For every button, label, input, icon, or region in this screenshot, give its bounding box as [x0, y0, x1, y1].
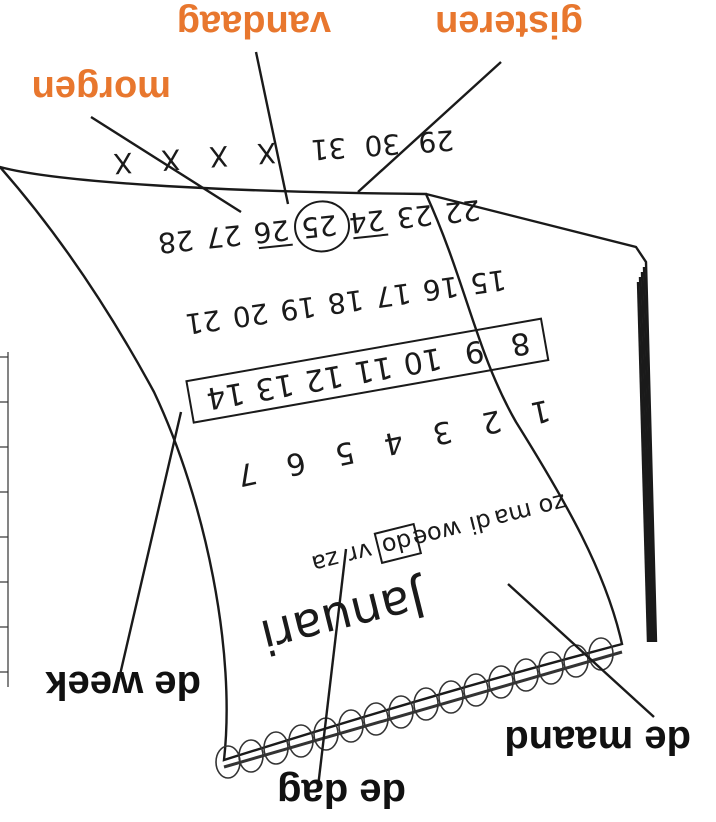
weekday-vr: vr — [345, 536, 375, 569]
day-cell: 19 — [278, 290, 318, 328]
weekday-zo: zo — [536, 488, 569, 522]
weekday-za: za — [309, 545, 342, 579]
day-cell: 16 — [421, 269, 461, 307]
cross-mark: X — [208, 139, 229, 173]
label-de-week: de week — [45, 663, 201, 707]
week-row-4: 22 23 24 25 26 27 28 — [156, 185, 483, 269]
day-cell: 3 — [429, 413, 455, 451]
day-cell-today: 25 — [300, 208, 339, 245]
day-cell: 20 — [231, 296, 271, 334]
day-cell: 28 — [157, 223, 196, 260]
label-de-maand: de maand — [504, 718, 691, 762]
day-cell: 12 — [302, 357, 346, 398]
day-cell: 10 — [400, 340, 444, 381]
pointer-gisteren — [358, 62, 501, 192]
day-cell: 11 — [351, 349, 395, 390]
weekday-woe: woe — [410, 514, 464, 553]
day-cell: 22 — [443, 193, 482, 230]
weekday-row: zo ma di woe do vr za — [309, 487, 570, 579]
day-cell: 23 — [395, 198, 434, 235]
day-cell: 17 — [373, 276, 413, 314]
day-cell: 7 — [234, 454, 260, 492]
day-cell: 1 — [527, 392, 553, 430]
day-cell: 5 — [332, 434, 358, 472]
label-vandaag: vandaag — [177, 3, 331, 45]
day-cell: 15 — [468, 263, 508, 301]
day-cell: 24 — [347, 203, 386, 240]
cross-mark: X — [112, 146, 133, 180]
day-cell: 6 — [283, 444, 309, 482]
day-cell: 14 — [204, 375, 248, 416]
pointer-de-dag — [318, 549, 346, 787]
weekday-ma: ma — [491, 497, 535, 533]
day-cell: 27 — [204, 218, 243, 255]
day-cell: 18 — [326, 283, 366, 321]
label-gisteren: gisteren — [435, 3, 583, 45]
day-cell: 13 — [253, 366, 297, 407]
day-cell: 21 — [183, 303, 223, 341]
month-title: Januari — [255, 570, 433, 665]
day-cell: 31 — [309, 131, 347, 166]
day-cell: 2 — [478, 402, 504, 440]
weekday-di: di — [466, 507, 494, 539]
pointer-de-maand — [508, 584, 654, 717]
day-cell: 4 — [381, 423, 407, 461]
pointer-de-week — [116, 412, 181, 692]
day-cell: 26 — [252, 213, 291, 250]
label-morgen: morgen — [32, 68, 171, 110]
day-cell: 29 — [417, 123, 455, 158]
label-de-dag: de dag — [277, 771, 406, 815]
day-cell: 9 — [462, 332, 487, 370]
pointer-vandaag — [256, 52, 288, 204]
background-grid — [0, 352, 8, 687]
day-cell: 8 — [508, 324, 533, 362]
week-row-3: 15 16 17 18 19 20 21 — [183, 263, 508, 341]
